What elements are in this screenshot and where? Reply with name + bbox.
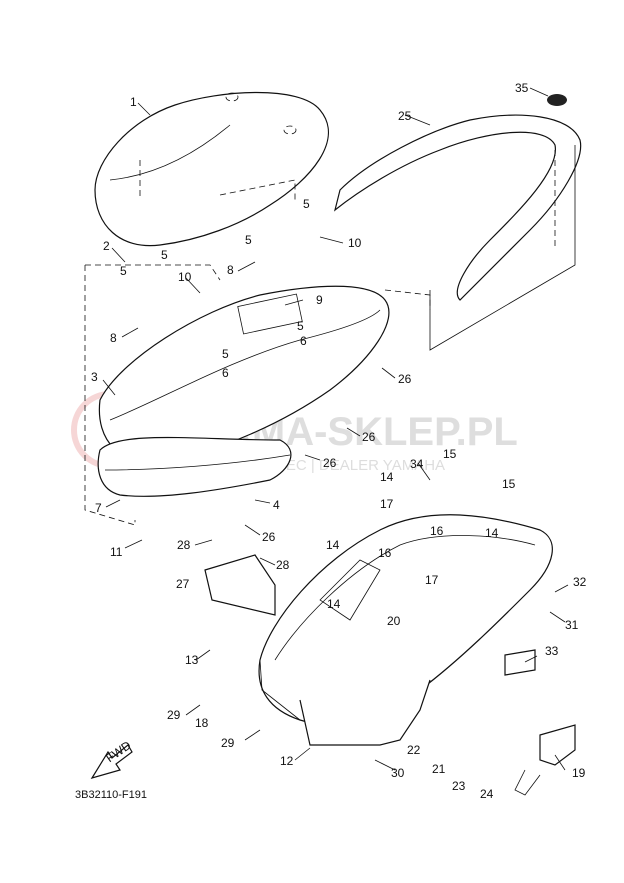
part-label-10: 10 xyxy=(348,236,362,250)
part-label-11: 11 xyxy=(110,545,123,559)
part-label-6: 6 xyxy=(222,366,229,380)
part-label-32: 32 xyxy=(573,575,587,589)
part-label-20: 20 xyxy=(387,614,401,628)
part-label-31: 31 xyxy=(565,618,579,632)
part-label-7: 7 xyxy=(95,501,102,515)
lock-drawing xyxy=(539,724,576,766)
part-label-16: 16 xyxy=(378,546,392,560)
part-label-12: 12 xyxy=(280,754,294,768)
part-label-2: 2 xyxy=(103,239,110,253)
part-label-13: 13 xyxy=(185,653,199,667)
part-label-21: 21 xyxy=(432,762,446,776)
part-label-30: 30 xyxy=(391,766,405,780)
part-label-26: 26 xyxy=(262,530,276,544)
part-label-22: 22 xyxy=(407,743,421,757)
part-labels: 1 2 3 4 5 5 5 5 5 5 6 6 7 8 8 9 10 10 11… xyxy=(91,81,587,801)
assembly-link xyxy=(384,289,431,310)
part-label-5: 5 xyxy=(222,347,229,361)
part-label-26: 26 xyxy=(398,372,412,386)
part-label-5: 5 xyxy=(161,248,168,262)
part-label-6: 6 xyxy=(300,334,307,348)
part-label-33: 33 xyxy=(545,644,559,658)
part-label-15: 15 xyxy=(502,477,516,491)
part-label-29: 29 xyxy=(167,708,181,722)
part-label-17: 17 xyxy=(380,497,394,511)
part-label-28: 28 xyxy=(276,558,290,572)
pad-drawing xyxy=(504,649,536,676)
part-label-27: 27 xyxy=(176,577,190,591)
storage-box-drawing xyxy=(258,514,553,746)
seat-drawing xyxy=(94,91,329,247)
part-label-25: 25 xyxy=(398,109,412,123)
part-label-3: 3 xyxy=(91,370,98,384)
part-label-16: 16 xyxy=(430,524,444,538)
assembly-box-8 xyxy=(219,179,296,200)
part-label-5: 5 xyxy=(297,319,304,333)
part-label-23: 23 xyxy=(452,779,466,793)
part-label-17: 17 xyxy=(425,573,439,587)
diagram-code: 3B32110-F191 xyxy=(75,789,147,801)
part-label-18: 18 xyxy=(195,716,209,730)
part-label-26: 26 xyxy=(323,456,337,470)
part-label-5: 5 xyxy=(303,197,310,211)
seat-frame-drawing xyxy=(97,285,390,497)
part-label-8: 8 xyxy=(110,331,117,345)
lock-lever-drawing xyxy=(514,769,541,796)
part-label-34: 34 xyxy=(410,457,424,471)
part-label-5: 5 xyxy=(120,264,127,278)
part-label-14: 14 xyxy=(380,470,394,484)
rear-cover-drawing xyxy=(333,114,582,351)
part-label-14: 14 xyxy=(327,597,341,611)
part-label-8: 8 xyxy=(227,263,234,277)
part-label-15: 15 xyxy=(443,447,457,461)
assembly-box-2 xyxy=(84,265,136,526)
assembly-box-2-top xyxy=(85,264,221,281)
part-label-10: 10 xyxy=(178,270,192,284)
fwd-arrow: FWD xyxy=(90,738,134,780)
part-label-35: 35 xyxy=(515,81,529,95)
part-label-26: 26 xyxy=(362,430,376,444)
part-label-29: 29 xyxy=(221,736,235,750)
part-label-4: 4 xyxy=(273,498,280,512)
part-label-19: 19 xyxy=(572,766,586,780)
part-label-5: 5 xyxy=(245,233,252,247)
part-label-14: 14 xyxy=(485,526,499,540)
emblem-drawing xyxy=(547,94,567,106)
part-label-1: 1 xyxy=(130,95,137,109)
bracket-drawing xyxy=(204,554,276,616)
part-label-9: 9 xyxy=(316,293,323,307)
leader-lines xyxy=(102,87,569,771)
part-label-24: 24 xyxy=(480,787,494,801)
part-label-14: 14 xyxy=(326,538,340,552)
part-label-28: 28 xyxy=(177,538,191,552)
